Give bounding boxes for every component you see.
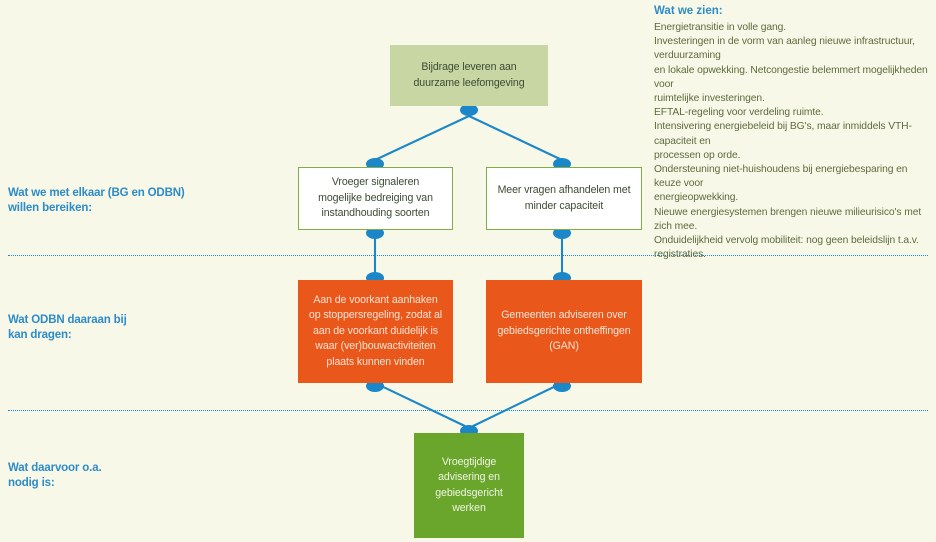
observation-line: energieopwekking.	[654, 192, 739, 204]
box-contribution-right[interactable]: Gemeenten adviseren over gebiedsgerichte…	[486, 280, 642, 383]
observations-panel: Wat we zien: Energietransitie in volle g…	[654, 4, 932, 262]
observation-line: EFTAL-regeling voor verdeling ruimte.	[654, 107, 824, 119]
observation-line: Ondersteuning niet-huishoudens bij energ…	[654, 164, 908, 190]
box-goal-left-label: Vroeger signaleren mogelijke bedreiging …	[318, 176, 433, 220]
box-top-ambition-label: Bijdrage leveren aan duurzame leefomgevi…	[413, 61, 525, 89]
box-bottom-needs-label: Vroegtijdige advisering en gebiedsgerich…	[435, 455, 503, 515]
box-goal-right-label: Meer vragen afhandelen met minder capaci…	[497, 184, 631, 212]
box-goal-left[interactable]: Vroeger signaleren mogelijke bedreiging …	[298, 167, 453, 230]
section-label-goals: Wat we met elkaar (BG en ODBN) willen be…	[8, 187, 185, 214]
divider-contribution	[8, 410, 928, 411]
box-contribution-left[interactable]: Aan de voorkant aanhaken op stoppersrege…	[298, 280, 453, 383]
observations-title: Wat we zien:	[654, 5, 723, 17]
observation-line: Energietransitie in volle gang.	[654, 22, 786, 33]
box-contribution-left-label: Aan de voorkant aanhaken op stoppersrege…	[308, 293, 443, 368]
box-goal-right[interactable]: Meer vragen afhandelen met minder capaci…	[486, 167, 642, 230]
observation-line: Intensivering energiebeleid bij BG's, ma…	[654, 121, 912, 147]
divider-goals	[8, 255, 928, 256]
observation-line: processen op orde.	[654, 149, 741, 161]
box-top-ambition[interactable]: Bijdrage leveren aan duurzame leefomgevi…	[390, 45, 548, 106]
section-label-needs: Wat daarvoor o.a. nodig is:	[8, 462, 102, 489]
observation-line: Investeringen in de vorm van aanleg nieu…	[654, 36, 915, 62]
observation-line: en lokale opwekking. Netcongestie belemm…	[654, 64, 928, 90]
box-contribution-right-label: Gemeenten adviseren over gebiedsgerichte…	[497, 309, 631, 353]
section-label-contribution: Wat ODBN daaraan bij kan dragen:	[8, 314, 127, 341]
observation-line: Onduidelijkheid vervolg mobiliteit: nog …	[654, 235, 919, 261]
box-bottom-needs[interactable]: Vroegtijdige advisering en gebiedsgerich…	[414, 433, 524, 538]
observation-line: ruimtelijke investeringen.	[654, 93, 765, 105]
observation-line: Nieuwe energiesystemen brengen nieuwe mi…	[654, 206, 922, 232]
